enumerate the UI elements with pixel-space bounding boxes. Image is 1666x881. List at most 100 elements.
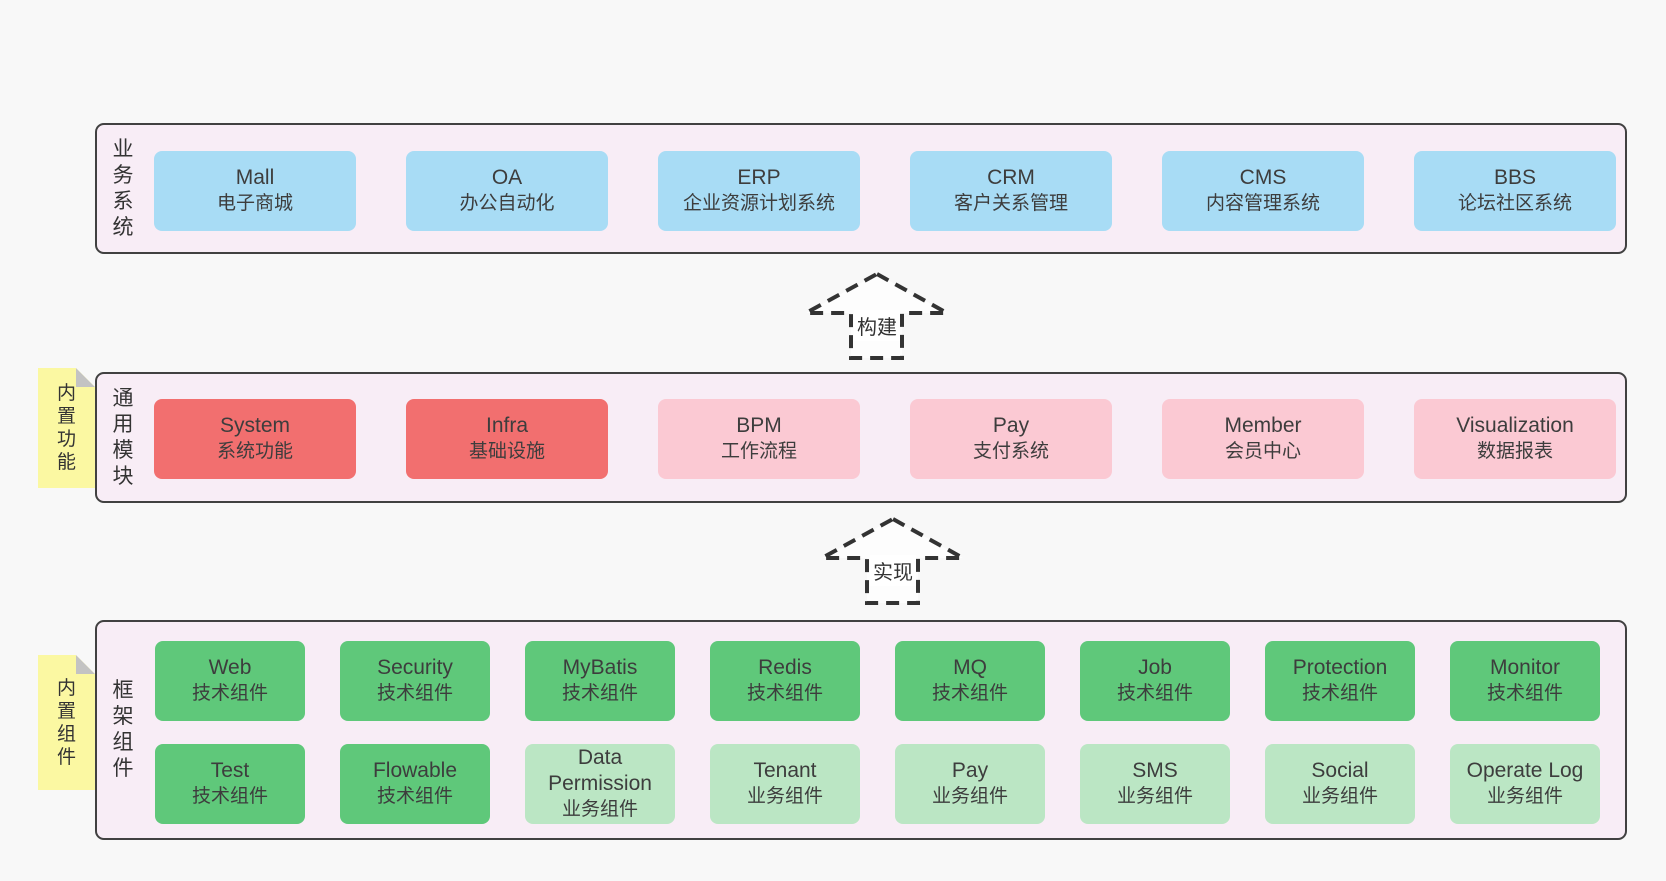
box-subtitle: 技术组件	[1486, 683, 1563, 704]
arrow-label: 构建	[854, 310, 900, 341]
arrow-implement: 实现	[813, 515, 973, 607]
box-title: Security	[377, 656, 453, 679]
box-title: Tenant	[753, 759, 817, 782]
box-subtitle: 技术组件	[376, 786, 453, 807]
arrow-build: 构建	[797, 270, 957, 362]
sticky-note-built-in-features: 内置功能	[38, 368, 95, 488]
box-subtitle: 技术组件	[1116, 683, 1193, 704]
box-title: CRM	[987, 166, 1035, 189]
box-subtitle: 技术组件	[746, 683, 823, 704]
box-title: Pay	[992, 414, 1030, 437]
box-title: Protection	[1292, 656, 1388, 679]
box-title: OA	[491, 166, 523, 189]
box-title: Pay	[951, 759, 989, 782]
box-oa: OA 办公自动化	[406, 151, 608, 231]
box-title: Monitor	[1489, 656, 1561, 679]
box-subtitle: 系统功能	[216, 441, 293, 462]
box-pay: Pay 业务组件	[895, 744, 1045, 824]
box-subtitle: 支付系统	[972, 441, 1049, 462]
layer-side-label: 业务系统	[112, 137, 134, 239]
box-title: Data Permission	[548, 746, 652, 795]
box-subtitle: 内容管理系统	[1205, 193, 1320, 214]
box-title: Social	[1311, 759, 1369, 782]
box-subtitle: 数据报表	[1476, 441, 1553, 462]
sticky-note-built-in-components: 内置组件	[38, 655, 95, 790]
box-subtitle: 业务组件	[746, 786, 823, 807]
box-subtitle: 业务组件	[1486, 786, 1563, 807]
box-tenant: Tenant 业务组件	[710, 744, 860, 824]
box-title: Flowable	[372, 759, 458, 782]
box-flowable: Flowable 技术组件	[340, 744, 490, 824]
box-subtitle: 技术组件	[191, 683, 268, 704]
box-system: System 系统功能	[154, 399, 356, 479]
sticky-note-text: 内置组件	[56, 677, 76, 768]
box-title: CMS	[1239, 166, 1287, 189]
box-subtitle: 论坛社区系统	[1457, 193, 1572, 214]
layer-side-label: 框架组件	[112, 679, 134, 780]
box-bpm: BPM 工作流程	[658, 399, 860, 479]
box-bbs: BBS 论坛社区系统	[1414, 151, 1616, 231]
box-title: Mall	[235, 166, 275, 189]
box-subtitle: 业务组件	[1301, 786, 1378, 807]
box-title: Web	[208, 656, 252, 679]
box-subtitle: 企业资源计划系统	[682, 193, 835, 214]
box-title: BBS	[1493, 166, 1537, 189]
box-mall: Mall 电子商城	[154, 151, 356, 231]
box-erp: ERP 企业资源计划系统	[658, 151, 860, 231]
business-box-row: Mall 电子商城 OA 办公自动化 ERP 企业资源计划系统 CRM 客户关系管理 CMS 内容…	[154, 151, 1616, 231]
box-title: BPM	[736, 414, 782, 437]
box-title: Visualization	[1456, 414, 1574, 437]
box-web: Web 技术组件	[155, 641, 305, 721]
box-job: Job 技术组件	[1080, 641, 1230, 721]
box-security: Security 技术组件	[340, 641, 490, 721]
box-subtitle: 技术组件	[376, 683, 453, 704]
box-data-permission: Data Permission 业务组件	[525, 744, 675, 824]
box-subtitle: 技术组件	[1301, 683, 1378, 704]
box-subtitle: 业务组件	[561, 799, 638, 820]
arrow-label: 实现	[870, 555, 916, 586]
box-subtitle: 办公自动化	[459, 193, 555, 214]
box-subtitle: 业务组件	[1116, 786, 1193, 807]
layer-common-modules: 通用模块 System 系统功能 Infra 基础设施 BPM 工作流程 Pay 支付系统 Me…	[95, 372, 1627, 503]
layer-side-label: 通用模块	[112, 386, 134, 488]
box-monitor: Monitor 技术组件	[1450, 641, 1600, 721]
box-mq: MQ 技术组件	[895, 641, 1045, 721]
box-subtitle: 技术组件	[191, 786, 268, 807]
box-operate-log: Operate Log 业务组件	[1450, 744, 1600, 824]
box-subtitle: 电子商城	[216, 193, 293, 214]
box-subtitle: 基础设施	[468, 441, 545, 462]
box-infra: Infra 基础设施	[406, 399, 608, 479]
box-redis: Redis 技术组件	[710, 641, 860, 721]
box-title: Job	[1138, 656, 1172, 679]
box-title: ERP	[737, 166, 781, 189]
box-subtitle: 工作流程	[720, 441, 797, 462]
box-title: Member	[1224, 414, 1302, 437]
box-cms: CMS 内容管理系统	[1162, 151, 1364, 231]
sticky-note-text: 内置功能	[56, 383, 76, 473]
box-mybatis: MyBatis 技术组件	[525, 641, 675, 721]
box-subtitle: 会员中心	[1224, 441, 1301, 462]
box-title: MyBatis	[562, 656, 638, 679]
box-member: Member 会员中心	[1162, 399, 1364, 479]
box-protection: Protection 技术组件	[1265, 641, 1415, 721]
box-subtitle: 业务组件	[931, 786, 1008, 807]
box-title: Redis	[758, 656, 812, 679]
box-title: Operate Log	[1466, 759, 1584, 782]
modules-box-row: System 系统功能 Infra 基础设施 BPM 工作流程 Pay 支付系统 Member 会…	[154, 399, 1616, 479]
box-social: Social 业务组件	[1265, 744, 1415, 824]
box-visualization: Visualization 数据报表	[1414, 399, 1616, 479]
box-title: System	[219, 414, 290, 437]
box-subtitle: 技术组件	[561, 683, 638, 704]
box-pay: Pay 支付系统	[910, 399, 1112, 479]
box-title: MQ	[953, 656, 987, 679]
box-subtitle: 技术组件	[931, 683, 1008, 704]
box-title: Infra	[485, 414, 529, 437]
layer-business-systems: 业务系统 Mall 电子商城 OA 办公自动化 ERP 企业资源计划系统 CRM 客户关系管理…	[95, 123, 1627, 254]
box-subtitle: 客户关系管理	[953, 193, 1068, 214]
